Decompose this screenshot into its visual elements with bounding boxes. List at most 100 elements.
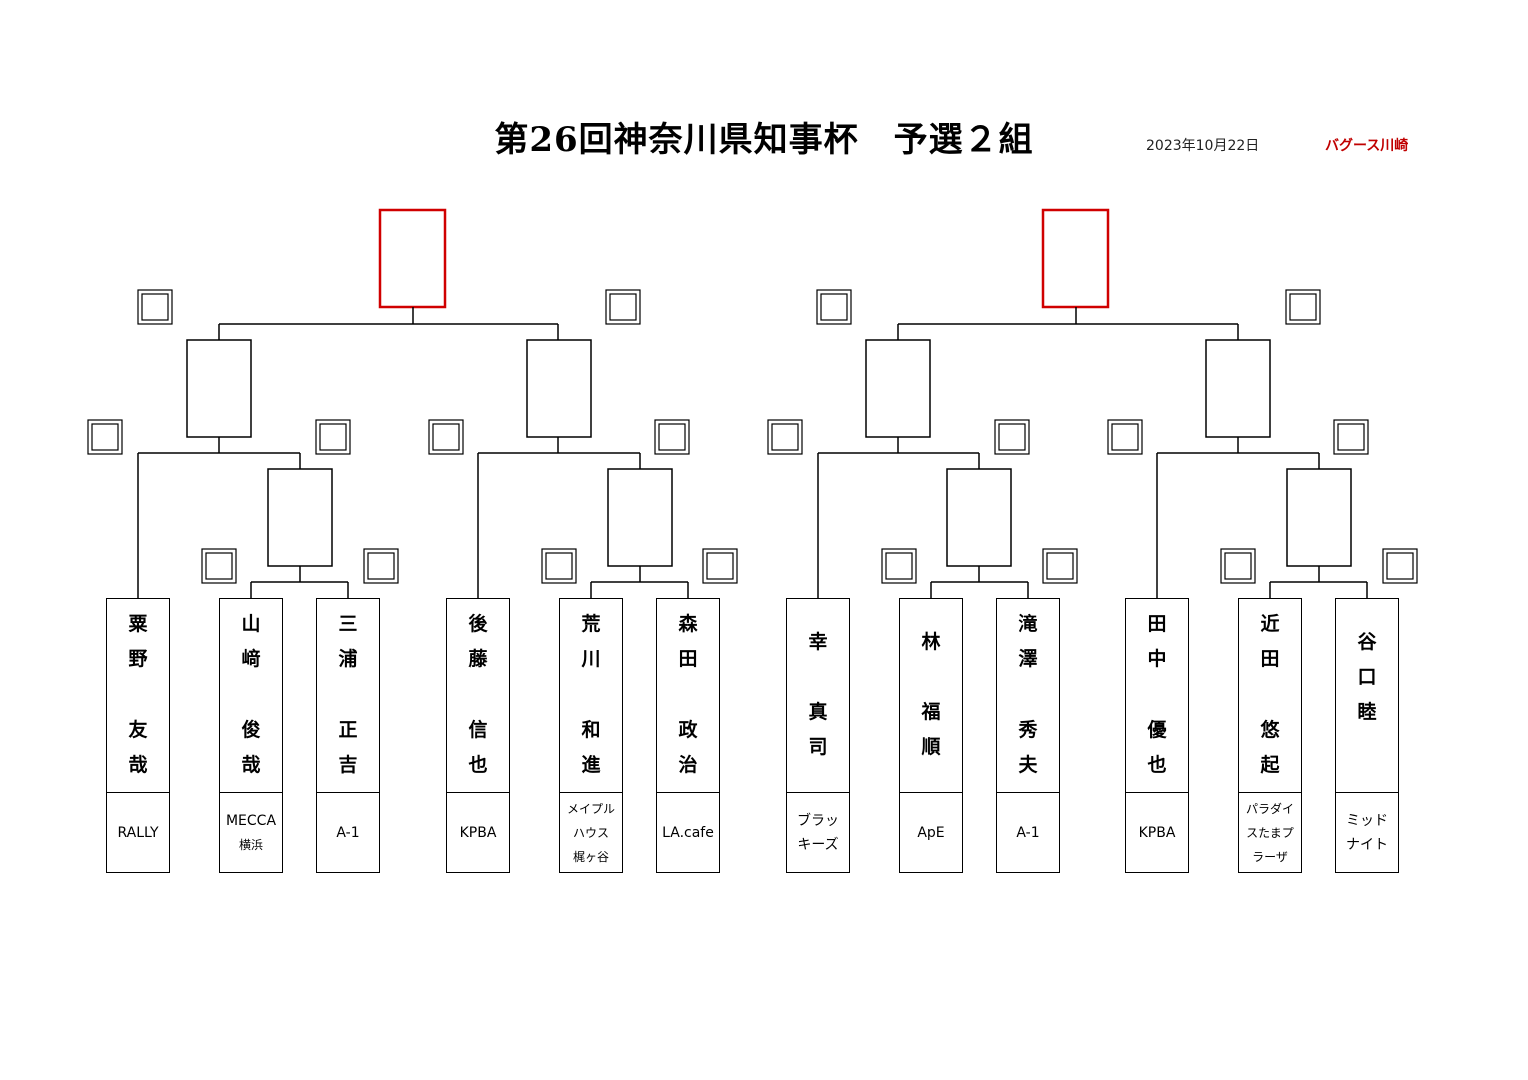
player-family-name: 近田 — [1260, 613, 1280, 670]
player-given-name: 和進 — [581, 719, 601, 776]
player-card: 荒川和進 メイプルハウス梶ヶ谷 — [559, 598, 623, 873]
player-family-name: 林 — [921, 631, 941, 653]
score-box-inner — [609, 293, 637, 321]
semi-box — [186, 339, 252, 438]
score-box-inner — [1386, 552, 1414, 580]
score-box — [702, 548, 738, 584]
score-box — [654, 419, 690, 455]
score-box — [881, 548, 917, 584]
team-name: ラーザ — [1252, 849, 1288, 864]
score-box — [1107, 419, 1143, 455]
winner-box — [378, 208, 447, 309]
team-name: パラダイ — [1245, 801, 1294, 816]
semi-box — [526, 339, 592, 438]
score-box-inner — [885, 552, 913, 580]
score-box-inner — [432, 423, 460, 451]
team-name: ハウス — [572, 825, 609, 840]
player-family-name: 田中 — [1147, 613, 1167, 670]
quarter-box — [1286, 468, 1352, 567]
semi-box — [1205, 339, 1271, 438]
player-given-name: 優也 — [1147, 719, 1167, 776]
score-box — [1220, 548, 1256, 584]
player-family-name: 滝澤 — [1018, 613, 1038, 670]
team-name: A-1 — [336, 824, 360, 841]
score-box-inner — [820, 293, 848, 321]
player-given-name: 信也 — [468, 719, 488, 776]
team-name: 梶ヶ谷 — [572, 849, 609, 864]
player-given-name: 友哉 — [128, 719, 148, 776]
score-box — [767, 419, 803, 455]
player-given-name: 福順 — [921, 701, 941, 758]
player-family-name: 粟野 — [128, 613, 148, 670]
score-box — [541, 548, 577, 584]
player-card: 田中優也 KPBA — [1125, 598, 1189, 873]
quarter-box — [267, 468, 333, 567]
score-box — [1382, 548, 1418, 584]
team-name: ナイト — [1346, 836, 1388, 853]
team-name: ミッド — [1346, 812, 1388, 829]
player-family-name: 谷口 — [1357, 631, 1377, 688]
player-given-name: 秀夫 — [1018, 719, 1038, 776]
venue-name: バグース川崎 — [1325, 138, 1409, 154]
score-box-inner — [205, 552, 233, 580]
page-title: 第26回神奈川県知事杯 予選２組 — [494, 120, 1034, 160]
score-box — [1333, 419, 1369, 455]
player-card: 粟野友哉 RALLY — [106, 598, 170, 873]
semi-box — [865, 339, 931, 438]
score-box-inner — [658, 423, 686, 451]
team-name: ブラッ — [797, 812, 839, 829]
player-card: 幸真司 ブラッキーズ — [786, 598, 850, 873]
team-name: MECCA — [225, 812, 277, 829]
winner-box — [1041, 208, 1110, 309]
team-name: キーズ — [797, 836, 839, 853]
score-box-inner — [367, 552, 395, 580]
player-family-name: 三浦 — [338, 613, 358, 670]
team-name: LA.cafe — [662, 824, 714, 841]
score-box — [137, 289, 173, 325]
player-given-name: 政治 — [678, 719, 698, 776]
score-box-inner — [319, 423, 347, 451]
player-card: 林福順 ApE — [899, 598, 963, 873]
score-box-inner — [1046, 552, 1074, 580]
player-card: 近田悠起 パラダイスたまプラーザ — [1238, 598, 1302, 873]
player-card: 滝澤秀夫 A-1 — [996, 598, 1060, 873]
team-name: A-1 — [1016, 824, 1040, 841]
score-box-inner — [998, 423, 1026, 451]
score-box — [1285, 289, 1321, 325]
team-name: スたまプ — [1246, 825, 1294, 840]
team-name: メイプル — [566, 801, 615, 816]
score-box-inner — [771, 423, 799, 451]
team-name: RALLY — [117, 824, 159, 841]
player-family-name: 荒川 — [581, 613, 601, 670]
score-box — [816, 289, 852, 325]
team-name: KPBA — [1138, 824, 1176, 841]
player-family-name: 森田 — [678, 613, 698, 670]
score-box-inner — [91, 423, 119, 451]
player-family-name: 幸 — [808, 631, 828, 653]
score-box — [87, 419, 123, 455]
player-given-name: 悠起 — [1260, 719, 1280, 776]
score-box-inner — [1224, 552, 1252, 580]
score-box-inner — [706, 552, 734, 580]
team-name: 横浜 — [238, 837, 263, 852]
score-box — [315, 419, 351, 455]
score-box-inner — [1289, 293, 1317, 321]
player-card: 後藤信也 KPBA — [446, 598, 510, 873]
score-box — [428, 419, 464, 455]
score-box — [994, 419, 1030, 455]
score-box — [605, 289, 641, 325]
player-given-name: 睦 — [1357, 701, 1377, 723]
player-card: 三浦正吉 A-1 — [316, 598, 380, 873]
player-given-name: 真司 — [808, 701, 828, 758]
score-box — [201, 548, 237, 584]
player-given-name: 正吉 — [338, 719, 358, 776]
quarter-box — [607, 468, 673, 567]
team-name: KPBA — [459, 824, 497, 841]
team-name: ApE — [917, 824, 945, 841]
player-card: 森田政治 LA.cafe — [656, 598, 720, 873]
score-box-inner — [1337, 423, 1365, 451]
event-date: 2023年10月22日 — [1146, 138, 1260, 154]
score-box-inner — [545, 552, 573, 580]
